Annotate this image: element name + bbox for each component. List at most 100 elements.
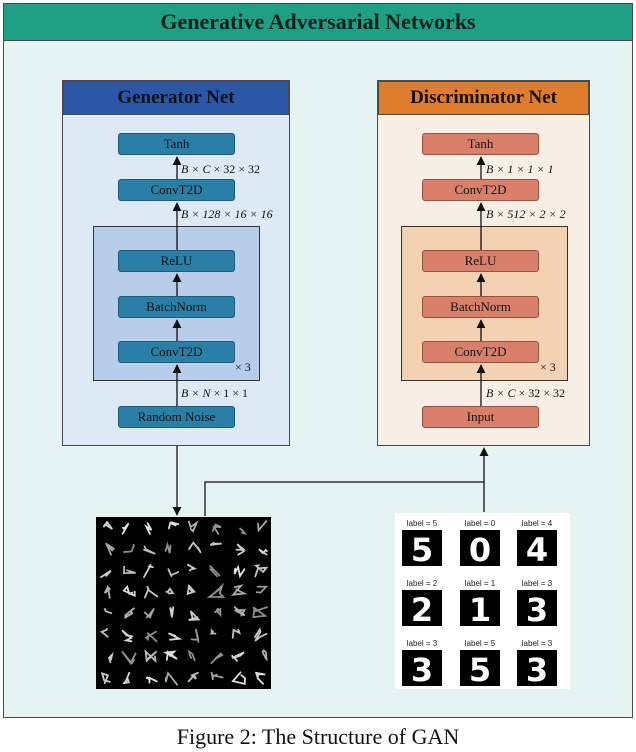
generated-digit — [164, 671, 179, 686]
generated-digit — [121, 522, 130, 535]
generated-digit — [100, 570, 112, 578]
discriminator-block-convt2d-out: ConvT2D — [422, 179, 539, 201]
generator-title: Generator Net — [63, 81, 289, 115]
discriminator-block-convt2d-in: ConvT2D — [422, 341, 539, 363]
generated-digit — [186, 584, 196, 596]
sample-digit: 5 — [411, 531, 433, 569]
generated-digit — [187, 520, 199, 533]
generated-digit — [121, 629, 134, 643]
discriminator-block-relu: ReLU — [422, 250, 539, 272]
sample-label: label = 4 — [522, 519, 553, 528]
discriminator-repeat-label: × 3 — [540, 360, 556, 374]
sample-label: label = 5 — [407, 519, 438, 528]
generator-dim-hidden: B × 128 × 16 × 16 — [181, 207, 273, 221]
generated-digit — [168, 632, 183, 641]
generated-digit — [143, 545, 156, 555]
generated-digit — [143, 608, 155, 619]
generated-digit — [103, 607, 113, 615]
generator-block-tanh: Tanh — [118, 133, 235, 155]
figure-caption: Figure 2: The Structure of GAN — [176, 724, 460, 749]
sample-image — [402, 530, 442, 566]
discriminator-title: Discriminator Net — [378, 81, 589, 115]
generated-digit — [105, 542, 116, 556]
sample-digit: 2 — [411, 591, 433, 629]
generated-digit — [254, 564, 269, 578]
generated-digit — [255, 585, 269, 594]
sample-image — [402, 650, 442, 686]
sample-digit: 0 — [469, 531, 491, 569]
generated-digit — [210, 652, 224, 664]
sample-image — [460, 590, 500, 626]
real-samples-grid: label = 5 5 label = 0 0 label = 4 4 label = 2 2… — [402, 519, 557, 689]
generator-block-batchnorm: BatchNorm — [118, 296, 235, 318]
real-samples-panel: label = 5 5 label = 0 0 label = 4 4 label = 2 2… — [395, 513, 570, 689]
generated-digit — [233, 606, 246, 617]
generated-digit — [169, 606, 175, 618]
generated-digit — [208, 565, 221, 578]
sample-image — [460, 650, 500, 686]
generated-digit — [188, 610, 201, 621]
generator-block-random-noise: Random Noise — [118, 406, 235, 428]
generated-digit — [187, 563, 198, 572]
generator-dim-input: B × N × 1 × 1 — [181, 386, 248, 400]
sample-image — [460, 530, 500, 566]
generator-block-convt2d-out: ConvT2D — [118, 179, 235, 201]
generated-digit — [108, 651, 114, 664]
generated-digit — [144, 649, 158, 664]
discriminator-dim-input: B × C × 32 × 32 — [486, 386, 565, 400]
generated-digits — [99, 520, 269, 686]
generated-digit — [123, 543, 135, 553]
sample-digit: 3 — [411, 651, 433, 689]
generator-dim-output: B × C × 32 × 32 — [181, 162, 260, 176]
sample-digit: 3 — [526, 591, 548, 629]
generated-digit — [210, 671, 224, 681]
generator-repeat-label: × 3 — [235, 360, 251, 374]
generated-digit — [233, 564, 246, 579]
generated-digit — [164, 541, 172, 554]
generated-digit — [187, 649, 196, 662]
generated-digit — [124, 607, 135, 620]
generated-digit — [122, 671, 131, 684]
sample-label: label = 3 — [522, 579, 553, 588]
generated-digit — [144, 585, 159, 599]
discriminator-dim-output: B × 1 × 1 × 1 — [486, 162, 554, 176]
generated-digit — [188, 541, 202, 554]
generated-digit — [206, 582, 226, 598]
generated-digit — [257, 520, 268, 533]
generated-digit — [103, 584, 111, 599]
discriminator-block-batchnorm: BatchNorm — [422, 296, 539, 318]
generated-digit — [254, 671, 266, 685]
generated-digit — [231, 628, 241, 639]
sample-label: label = 3 — [407, 639, 438, 648]
sample-label: label = 1 — [465, 579, 496, 588]
generated-digit — [122, 584, 136, 598]
sample-label: label = 0 — [465, 519, 496, 528]
generated-digit — [168, 521, 180, 530]
discriminator-block-input: Input — [422, 406, 539, 428]
fake-to-disc-line — [204, 481, 484, 516]
sample-digit: 4 — [526, 531, 548, 569]
generated-digit — [99, 628, 109, 638]
generated-digit — [144, 522, 153, 535]
generated-digit — [231, 671, 246, 686]
generated-digit — [145, 676, 158, 684]
sample-label: label = 2 — [407, 579, 438, 588]
generated-digit — [239, 527, 247, 536]
generated-digit — [231, 651, 245, 662]
sample-image — [402, 590, 442, 626]
sample-digit: 3 — [526, 651, 548, 689]
generated-digit — [190, 628, 200, 643]
generated-digit — [211, 523, 222, 535]
generated-digit — [123, 565, 136, 575]
sample-label: label = 5 — [465, 639, 496, 648]
generated-digit — [187, 671, 199, 683]
generated-digit — [209, 542, 222, 546]
generated-digit — [231, 584, 248, 596]
generated-digit — [209, 628, 217, 635]
figure-title: Generative Adversarial Networks — [3, 3, 633, 41]
generated-digit — [121, 650, 137, 665]
generated-digit — [100, 671, 111, 684]
generated-digit — [258, 548, 268, 556]
generator-block-convt2d-in: ConvT2D — [118, 341, 235, 363]
